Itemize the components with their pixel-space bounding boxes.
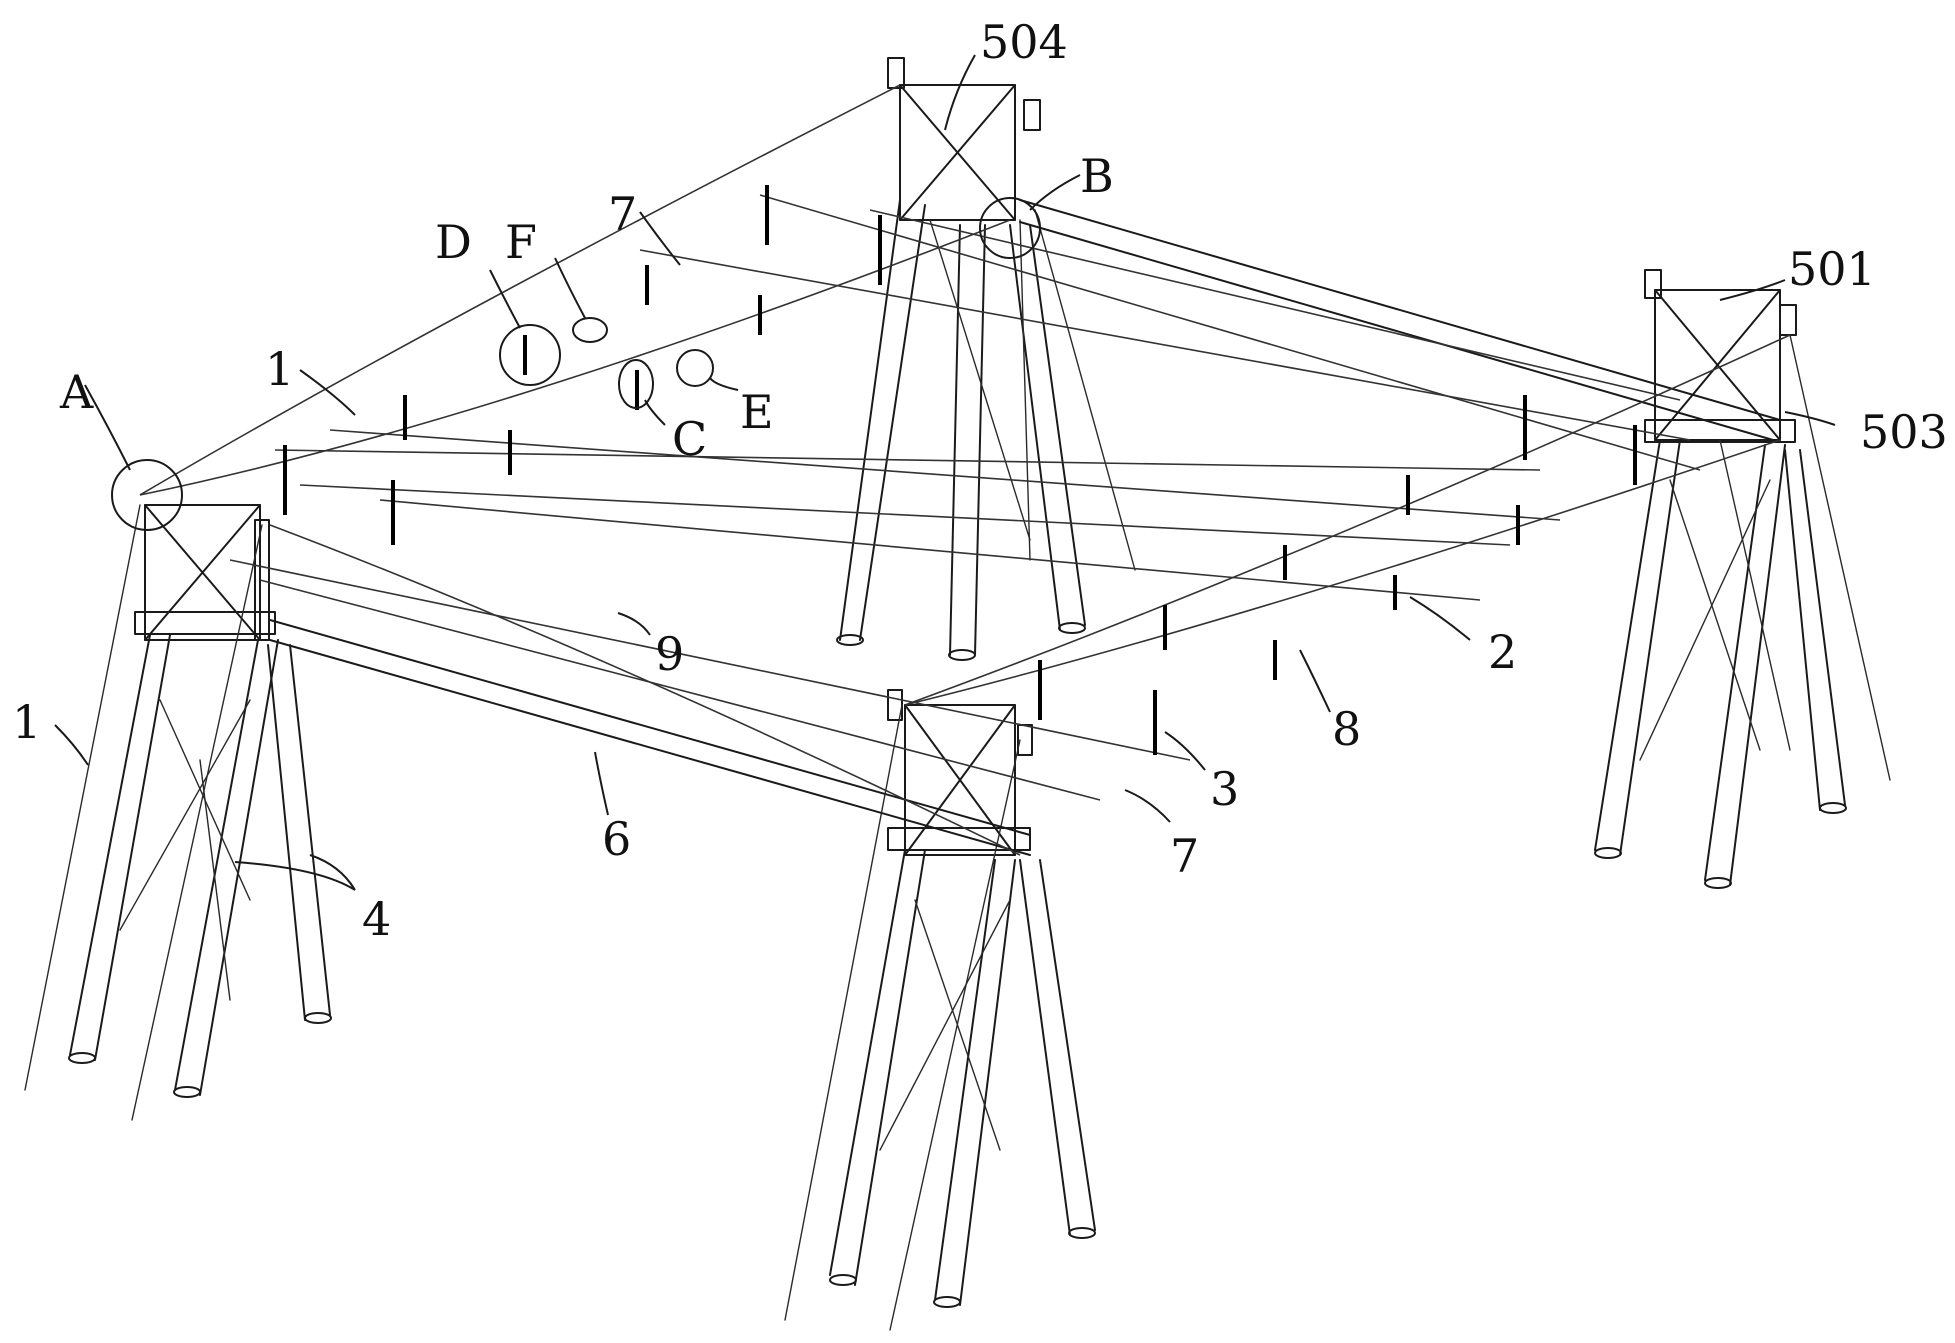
left-front-tower [25, 505, 331, 1120]
label-7-bottom: 7 [1170, 829, 1199, 883]
label-a: A [59, 365, 94, 419]
label-504: 504 [980, 15, 1068, 69]
label-6: 6 [602, 812, 631, 866]
cable-net [140, 85, 1790, 855]
label-d: D [435, 215, 472, 269]
label-b: B [1080, 149, 1114, 203]
label-1-left: 1 [12, 695, 41, 749]
long-beams [270, 200, 1780, 855]
label-4: 4 [362, 892, 391, 946]
label-c: C [672, 412, 707, 466]
detail-circle-a [112, 460, 182, 530]
label-501: 501 [1788, 242, 1876, 296]
leader-lines [55, 55, 1835, 890]
detail-circle-e [677, 350, 713, 386]
label-2: 2 [1488, 625, 1517, 679]
label-1-top: 1 [265, 342, 294, 396]
detail-circle-f [573, 318, 607, 342]
label-e: E [740, 385, 774, 439]
label-f: F [505, 215, 537, 269]
label-7-top: 7 [608, 187, 637, 241]
label-3: 3 [1210, 762, 1239, 816]
label-9: 9 [655, 627, 684, 681]
label-503: 503 [1860, 405, 1948, 459]
detail-circle-d [500, 325, 560, 385]
label-8: 8 [1332, 702, 1361, 756]
right-back-tower [1595, 270, 1890, 888]
